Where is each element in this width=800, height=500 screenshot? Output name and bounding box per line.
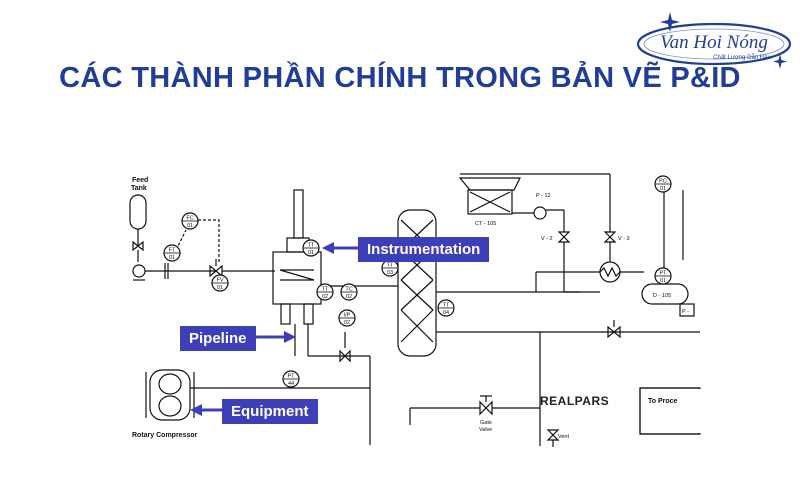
equipment-callout: Equipment [222,399,318,424]
gate-valve [479,400,493,416]
feed-tank-label-1: Feed [132,177,148,184]
valve-feed [132,240,144,252]
instrument-tag: 01 [217,285,223,291]
instrument-tag: PT [287,374,295,380]
instrument-tag: TT [322,287,329,293]
logo-name: Van Hoi Nóng [660,32,768,53]
cooling-tower-label: CT - 105 [475,221,496,227]
instrument-tag: TT [387,263,394,269]
instrument-tag: 44 [288,381,294,387]
gate-valve-label-2: Valve [479,427,492,433]
feed-pump [132,264,146,278]
pump-label: P - 12 [536,193,551,199]
star-icon [660,12,680,32]
instrument-tag: 02 [344,320,350,326]
instrument-tag: 01 [169,255,175,261]
drum-label: D - 105 [653,293,671,299]
pump-p12 [533,206,547,220]
arrow-icon [284,331,296,343]
page-title: CÁC THÀNH PHẦN CHÍNH TRONG BẢN VẼ P&ID [59,62,741,94]
valve-v3 [603,231,617,243]
logo: Van Hoi Nóng Chất Lượng Dẫn Đầu [636,12,792,69]
feed-tank-label-2: Tank [131,185,147,192]
instrument-tag: 01 [660,278,666,284]
instrument-tag: FC [186,216,193,222]
vent-valve [546,429,560,441]
logo-tagline: Chất Lượng Dẫn Đầu [713,54,771,61]
rotary-compressor-label: Rotary Compressor [132,432,198,439]
pipeline-callout: Pipeline [180,326,256,351]
feed-tank [129,194,147,230]
drum-p-label: P - [682,309,689,315]
cooling-tower [458,177,521,191]
star-icon [773,54,787,69]
valve-v3-label: V - 3 [618,236,630,242]
valve-v2-label: V - 2 [541,236,553,242]
instrumentation-callout: Instrumentation [358,237,490,262]
instrument-tag: 01 [187,223,193,229]
control-valve [339,349,351,363]
valve-fv01 [209,264,223,278]
valve-v2 [557,231,571,243]
rotary-compressor [149,369,191,421]
instrument-tag: 02 [346,294,352,300]
instrument-tag: PC [659,179,667,185]
valve-return [607,325,621,339]
instrument-tag: TC [345,287,352,293]
instrument-tag: 01 [660,186,666,192]
instrument-tag: 02 [322,294,328,300]
reactor-vessel [272,251,322,305]
arrow-icon [322,242,334,254]
instrument-tag: 04 [443,310,449,316]
instrument-ip02: I/P02 [338,309,356,327]
instrument-tag: 01 [308,250,314,256]
gate-valve-label-1: Gate [480,420,492,426]
arrow-icon [190,404,202,416]
instrument-tag: TT [443,303,450,309]
instrument-tag: TT [308,243,315,249]
realpars-watermark: REALPARS [540,394,609,408]
instrument-tag: FT [169,248,176,254]
vent-label: Vent [558,434,569,440]
distillation-column [397,209,437,357]
instrument-tag: FV [216,278,223,284]
to-process-label: To Proce [648,398,678,405]
instrument-tag: I/P [344,313,351,319]
instrument-tag: PT [659,271,667,277]
reactor-stack [293,189,304,239]
instrument-tag: 03 [387,270,393,276]
